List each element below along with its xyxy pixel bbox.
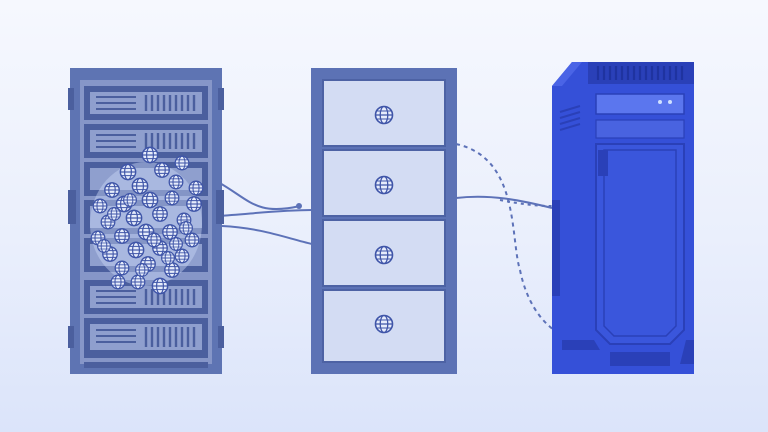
- globe-icon: [130, 274, 146, 290]
- network-cables: [217, 143, 555, 331]
- globe-icon: [141, 146, 159, 164]
- globe-icon: [374, 314, 394, 334]
- globe-icon: [123, 193, 137, 207]
- globe-icon: [374, 105, 394, 125]
- tower-front-panel: [595, 143, 685, 345]
- cabinet-drawer: [322, 149, 446, 217]
- globe-icon: [184, 232, 200, 248]
- globe-icon: [164, 262, 180, 278]
- globe-icon: [188, 180, 204, 196]
- globe-icon: [119, 163, 137, 181]
- rack-unit: [84, 318, 208, 358]
- globe-icon: [151, 277, 169, 295]
- tower-drive-bay: [595, 93, 685, 115]
- globe-icon: [114, 260, 130, 276]
- cable-cabinet-to-tower-dashed-upper: [455, 143, 521, 271]
- cabinet-drawer: [322, 289, 446, 363]
- globe-icon: [164, 190, 180, 206]
- tower-side-vents: [559, 105, 581, 131]
- globe-icon: [107, 207, 121, 221]
- cable-rack-to-cabinet-lower: [221, 225, 313, 245]
- cable-cabinet-to-tower-dashed-lower: [519, 269, 555, 331]
- globe-icon: [169, 237, 183, 251]
- tower-top-vents: [596, 66, 684, 80]
- file-cabinet: [311, 68, 457, 374]
- cable-rack-to-cabinet-upper: [217, 181, 301, 211]
- globe-icon: [174, 248, 190, 264]
- globe-cluster: [90, 146, 204, 295]
- globe-icon: [161, 251, 175, 265]
- globe-icon: [374, 175, 394, 195]
- globe-icon: [131, 177, 149, 195]
- globe-icon: [135, 263, 149, 277]
- globe-icon: [104, 182, 120, 198]
- globe-icon: [162, 224, 178, 240]
- globe-icon: [152, 206, 168, 222]
- cable-junction-dot: [296, 203, 302, 209]
- globe-icon: [154, 162, 170, 178]
- globe-icon: [186, 196, 202, 212]
- tower-power-led: [658, 100, 662, 104]
- cabinet-drawer: [322, 219, 446, 287]
- globe-icon: [179, 221, 193, 235]
- globe-icon: [127, 241, 145, 259]
- rack-unit: [84, 280, 208, 314]
- globe-icon: [174, 155, 190, 171]
- globe-icon: [168, 174, 184, 190]
- tower-server: [552, 62, 694, 374]
- cabinet-drawer: [322, 79, 446, 147]
- globe-icon: [92, 198, 108, 214]
- globe-icon: [97, 239, 111, 253]
- tower-status-led: [668, 100, 672, 104]
- globe-icon: [146, 232, 162, 248]
- globe-icon: [141, 191, 159, 209]
- globe-icon: [374, 245, 394, 265]
- globe-icon: [125, 209, 143, 227]
- rack-unit: [84, 86, 208, 120]
- globe-icon: [114, 228, 130, 244]
- globe-icon: [110, 274, 126, 290]
- cable-rack-to-cabinet-middle: [217, 209, 313, 217]
